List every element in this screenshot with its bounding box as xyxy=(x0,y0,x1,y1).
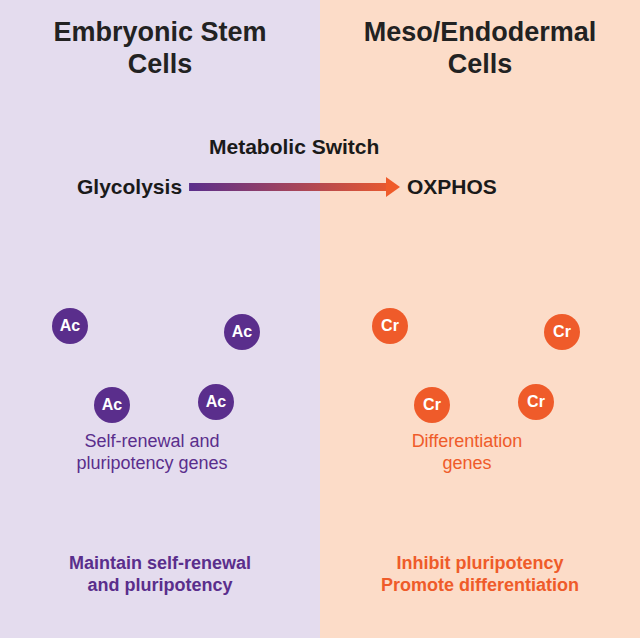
outcome-label: Inhibit pluripotency Promote differentia… xyxy=(363,552,597,596)
mark-label: Cr xyxy=(381,317,399,335)
mark-label: Ac xyxy=(60,317,80,335)
histone-mark: Ac xyxy=(94,387,130,423)
cell-panel: Meso/Endodermal CellsOXPHOSCrCrCrCr xyxy=(320,0,640,638)
mark-label: Cr xyxy=(527,393,545,411)
metabolism-label: OXPHOS xyxy=(404,173,500,201)
panel-title: Meso/Endodermal Cells xyxy=(355,0,605,80)
histone-mark: Ac xyxy=(52,308,88,344)
histone-mark: Cr xyxy=(544,314,580,350)
outcome-label: Maintain self-renewal and pluripotency xyxy=(55,552,265,596)
edge-label: Metabolic Switch xyxy=(209,135,379,159)
panel-title: Embryonic Stem Cells xyxy=(35,0,285,80)
switch-arrow xyxy=(189,177,400,197)
cell-panel: Embryonic Stem CellsGlycolysisAcAcAcAc xyxy=(0,0,320,638)
mark-label: Ac xyxy=(206,393,226,411)
histone-mark: Ac xyxy=(198,384,234,420)
pathway-name: OXPHOS xyxy=(404,173,500,201)
mark-label: Ac xyxy=(102,396,122,414)
gene-label: Self-renewal and pluripotency genes xyxy=(62,430,242,474)
metabolism-label: Glycolysis xyxy=(74,173,185,201)
gene-label: Differentiation genes xyxy=(392,430,542,474)
mark-label: Cr xyxy=(553,323,571,341)
histone-mark: Cr xyxy=(414,387,450,423)
mark-label: Ac xyxy=(232,323,252,341)
pathway-name: Glycolysis xyxy=(74,173,185,201)
histone-mark: Cr xyxy=(372,308,408,344)
mark-label: Cr xyxy=(423,396,441,414)
histone-mark: Cr xyxy=(518,384,554,420)
histone-mark: Ac xyxy=(224,314,260,350)
